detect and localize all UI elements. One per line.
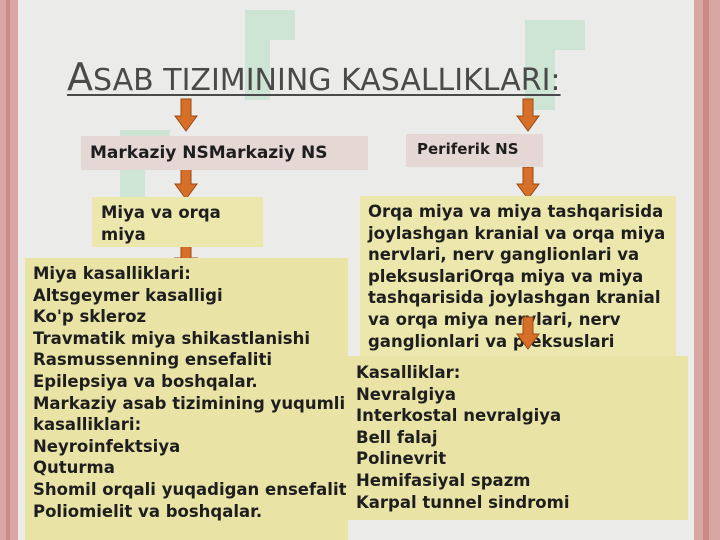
disease-item: Epilepsiya va boshqalar. — [33, 371, 258, 391]
disease-item: kasalliklari: — [33, 415, 142, 435]
brain-spinal-cord-box: Miya va orqa miya — [92, 197, 263, 247]
peripheral-description-line: va orqa miya nervlari, nerv — [368, 309, 621, 329]
watermark-logo — [245, 10, 295, 100]
left-decorative-band — [0, 0, 18, 540]
peripheral-ns-label: Periferik NS — [417, 140, 519, 158]
disease-item: Kasalliklar: — [356, 363, 461, 382]
disease-item: Polinevrit — [356, 449, 447, 469]
arrow-down-icon — [516, 166, 540, 200]
disease-item: Bell falaj — [356, 427, 438, 447]
disease-item: Miya kasalliklari: — [33, 264, 191, 283]
disease-item: Rasmussenning ensefaliti — [33, 350, 273, 370]
disease-item: Markaziy asab tizimining yuqumli — [33, 393, 346, 413]
disease-item: Nevralgiya — [356, 384, 457, 404]
arrow-down-icon — [516, 98, 540, 132]
brain-spinal-cord-line: miya — [101, 224, 146, 244]
title-first-letter: A — [67, 55, 93, 99]
watermark-logo — [525, 20, 585, 110]
central-ns-label: Markaziy NSMarkaziy NS — [90, 143, 328, 163]
peripheral-description-line: Orqa miya va miya tashqarisida — [368, 202, 664, 221]
peripheral-description-line: nervlari, nerv ganglionlari va — [368, 245, 640, 265]
central-ns-box: Markaziy NSMarkaziy NS — [81, 136, 368, 170]
peripheral-ns-box: Periferik NS — [406, 134, 543, 167]
disease-item: Altsgeymer kasalligi — [33, 285, 223, 305]
arrow-down-icon — [174, 98, 198, 132]
disease-item: Hemifasiyal spazm — [356, 470, 531, 490]
page-title: ASAB TIZIMINING KASALLIKLARI: — [67, 55, 561, 99]
disease-item: Quturma — [33, 458, 115, 478]
disease-item: Neyroinfektsiya — [33, 436, 181, 456]
peripheral-description-line: ganglionlari va pleksuslari — [368, 331, 615, 351]
peripheral-description-line: tashqarisida joylashgan kranial — [368, 288, 661, 308]
arrow-down-icon — [174, 166, 198, 200]
disease-item: Karpal tunnel sindromi — [356, 492, 570, 512]
brain-spinal-cord-line: Miya va orqa — [101, 203, 221, 222]
peripheral-description-box: Orqa miya va miya tashqarisida joylashga… — [360, 196, 676, 356]
peripheral-description-line: pleksuslariOrqa miya va miya — [368, 266, 644, 286]
central-diseases-box: Miya kasalliklari: Altsgeymer kasalligi … — [25, 258, 348, 540]
disease-item: Travmatik miya shikastlanishi — [33, 328, 310, 348]
disease-item: Ko'p skleroz — [33, 307, 147, 327]
right-decorative-band — [694, 0, 720, 540]
disease-item: Poliomielit va boshqalar. — [33, 501, 263, 521]
peripheral-description-line: joylashgan kranial va orqa miya — [368, 223, 666, 243]
disease-item: Interkostal nevralgiya — [356, 406, 562, 426]
disease-item: Shomil orqali yuqadigan ensefalit — [33, 479, 347, 499]
peripheral-diseases-box: Kasalliklar: Nevralgiya Interkostal nevr… — [348, 356, 688, 520]
arrow-down-icon — [516, 316, 540, 350]
title-rest: SAB TIZIMINING KASALLIKLARI: — [93, 63, 561, 98]
